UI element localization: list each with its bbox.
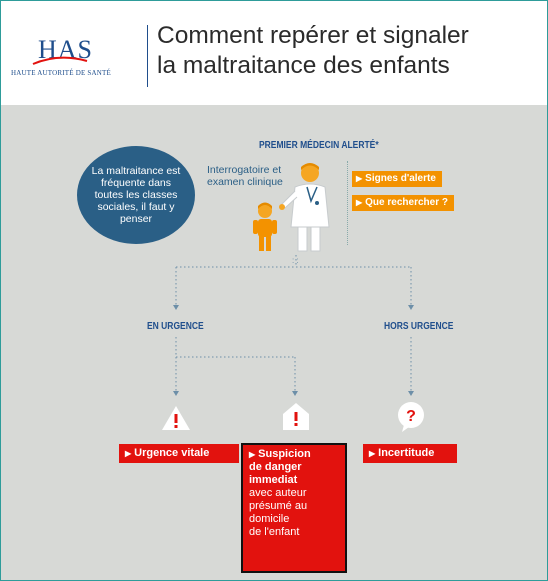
urgence-vitale-label: Urgence vitale bbox=[134, 447, 210, 459]
incertitude-box[interactable]: ▶Incertitude bbox=[363, 444, 457, 463]
header-separator bbox=[147, 25, 148, 87]
title-line-1: Comment repérer et signaler bbox=[157, 22, 469, 49]
chevron-right-icon: ▶ bbox=[356, 198, 363, 207]
chevron-right-icon: ▶ bbox=[125, 449, 132, 458]
en-urgence-label: EN URGENCE bbox=[147, 321, 204, 332]
interrogatoire-line-2: examen clinique bbox=[207, 176, 283, 188]
hors-urgence-label: HORS URGENCE bbox=[384, 321, 454, 332]
doctor-child-illustration bbox=[253, 163, 330, 252]
warning-triangle-icon bbox=[162, 406, 190, 430]
chevron-right-icon: ▶ bbox=[249, 450, 256, 459]
house-warning-icon bbox=[283, 403, 309, 430]
question-bubble-icon: ? bbox=[398, 402, 424, 432]
intro-text: La maltraitance est fréquente dans toute… bbox=[91, 165, 181, 225]
header: HAS HAUTE AUTORITÉ DE SANTÉ Comment repé… bbox=[1, 1, 547, 105]
suspicion-line-7: de l'enfant bbox=[249, 526, 300, 538]
logo-swoosh-icon bbox=[32, 56, 88, 65]
svg-text:?: ? bbox=[406, 408, 416, 425]
suspicion-line-6: domicile bbox=[249, 513, 290, 525]
intro-circle: La maltraitance est fréquente dans toute… bbox=[77, 146, 195, 244]
suspicion-line-4: avec auteur bbox=[249, 487, 307, 499]
interrogatoire-text: Interrogatoire et examen clinique bbox=[207, 164, 283, 188]
zigzag-edge bbox=[1, 97, 547, 105]
svg-text:: :: : : bbox=[292, 256, 299, 265]
signes-alerte-label: Signes d'alerte bbox=[365, 173, 436, 184]
que-rechercher-button[interactable]: ▶Que rechercher ? bbox=[352, 195, 454, 211]
chevron-right-icon: ▶ bbox=[356, 174, 363, 183]
dotted-divider bbox=[347, 161, 348, 245]
logo-subtitle: HAUTE AUTORITÉ DE SANTÉ bbox=[11, 69, 111, 77]
suspicion-line-3: immediat bbox=[249, 474, 298, 486]
que-rechercher-label: Que rechercher ? bbox=[365, 197, 448, 208]
signes-alerte-button[interactable]: ▶Signes d'alerte bbox=[352, 171, 442, 187]
suspicion-danger-box[interactable]: ▶Suspicion de danger immediat avec auteu… bbox=[241, 443, 347, 573]
urgence-vitale-box[interactable]: ▶Urgence vitale bbox=[119, 444, 239, 463]
title-line-2: la maltraitance des enfants bbox=[157, 52, 450, 79]
suspicion-line-5: présumé au bbox=[249, 500, 308, 512]
chevron-right-icon: ▶ bbox=[369, 449, 376, 458]
interrogatoire-line-1: Interrogatoire et bbox=[207, 164, 282, 176]
premier-medecin-heading: PREMIER MÉDECIN ALERTÉ* bbox=[259, 140, 379, 151]
has-logo: HAS HAUTE AUTORITÉ DE SANTÉ bbox=[11, 35, 121, 79]
page-title: Comment repérer et signaler la maltraita… bbox=[157, 21, 469, 81]
suspicion-line-2: de danger bbox=[249, 461, 302, 473]
incertitude-label: Incertitude bbox=[378, 447, 435, 459]
suspicion-line-1: Suspicion bbox=[258, 448, 311, 460]
